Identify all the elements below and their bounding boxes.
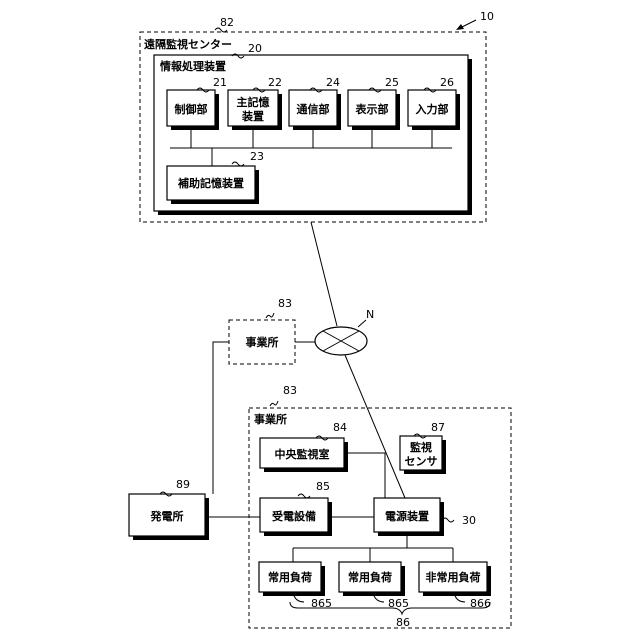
aux-memory-label: 補助記憶装置 (177, 176, 244, 190)
plant-label: 発電所 (150, 509, 184, 523)
plant-ref: 89 (176, 478, 190, 491)
main-memory-label-2: 装置 (241, 109, 264, 123)
plant-office-top-link (213, 342, 229, 494)
network-power-link (345, 355, 405, 498)
main-memory-label-1: 主記憶 (237, 95, 270, 109)
network-ref: N (366, 308, 374, 321)
display-label: 表示部 (355, 102, 389, 116)
input-ref: 26 (440, 76, 454, 89)
sensor-ref: 87 (431, 421, 445, 434)
info-device-ref: 20 (248, 42, 262, 55)
comm-unit: 通信部 (289, 90, 341, 130)
display-unit: 表示部 (348, 90, 400, 130)
network-node (315, 327, 367, 355)
load3-ref-leader (455, 596, 465, 602)
office-top-ref-leader (266, 313, 274, 318)
info-device-label: 情報処理装置 (160, 59, 226, 73)
load1-ref-leader (294, 596, 304, 602)
center-label: 遠隔監視センター (144, 37, 232, 51)
load-distribution (293, 532, 453, 562)
monitor-power-link (344, 453, 385, 498)
sensor-label-2: センサ (405, 455, 438, 468)
power-plant: 発電所 (129, 494, 209, 540)
center-network-link (311, 222, 337, 326)
power-supply-device: 電源装置 (374, 498, 444, 536)
power-device-ref: 30 (462, 514, 476, 527)
center-ref: 82 (220, 16, 234, 29)
aux-memory-ref: 23 (250, 150, 264, 163)
regular-load-2: 常用負荷 (339, 562, 405, 596)
load1-label: 常用負荷 (268, 570, 312, 584)
network-ref-leader (358, 320, 366, 327)
power-receiving-ref: 85 (316, 480, 330, 493)
aux-memory-unit: 補助記憶装置 (167, 166, 259, 204)
control-ref: 21 (213, 76, 227, 89)
main-memory-unit: 主記憶 装置 (228, 90, 282, 130)
office-top-label: 事業所 (246, 335, 279, 349)
power-receiving-equipment: 受電設備 (260, 498, 332, 536)
loads-group-ref: 86 (396, 616, 410, 629)
main-memory-ref: 22 (268, 76, 282, 89)
office-top-ref: 83 (278, 297, 292, 310)
power-receiving-ref-leader (298, 494, 310, 498)
central-monitor-room: 中央監視室 (260, 438, 348, 472)
power-receiving-label: 受電設備 (272, 509, 316, 523)
office-main-ref-leader (270, 401, 278, 406)
monitor-room-ref: 84 (333, 421, 347, 434)
load2-ref-leader (374, 596, 384, 602)
load3-label: 非常用負荷 (426, 570, 481, 584)
office-main-label: 事業所 (254, 412, 287, 426)
office-main-ref: 83 (283, 384, 297, 397)
system-ref-arrowhead (456, 24, 464, 30)
comm-ref: 24 (326, 76, 340, 89)
comm-label: 通信部 (297, 102, 330, 116)
display-ref: 25 (385, 76, 399, 89)
power-device-label: 電源装置 (385, 509, 429, 523)
input-unit: 入力部 (408, 90, 460, 130)
sensor-label-1: 監視 (410, 440, 432, 454)
emergency-load: 非常用負荷 (419, 562, 491, 596)
control-unit: 制御部 (167, 90, 219, 130)
load2-label: 常用負荷 (348, 570, 392, 584)
monitor-sensor: 監視 センサ (400, 436, 446, 474)
system-ref: 10 (480, 10, 494, 23)
monitor-room-label: 中央監視室 (275, 447, 330, 461)
input-label: 入力部 (416, 102, 449, 116)
regular-load-1: 常用負荷 (259, 562, 325, 596)
control-label: 制御部 (175, 102, 208, 116)
